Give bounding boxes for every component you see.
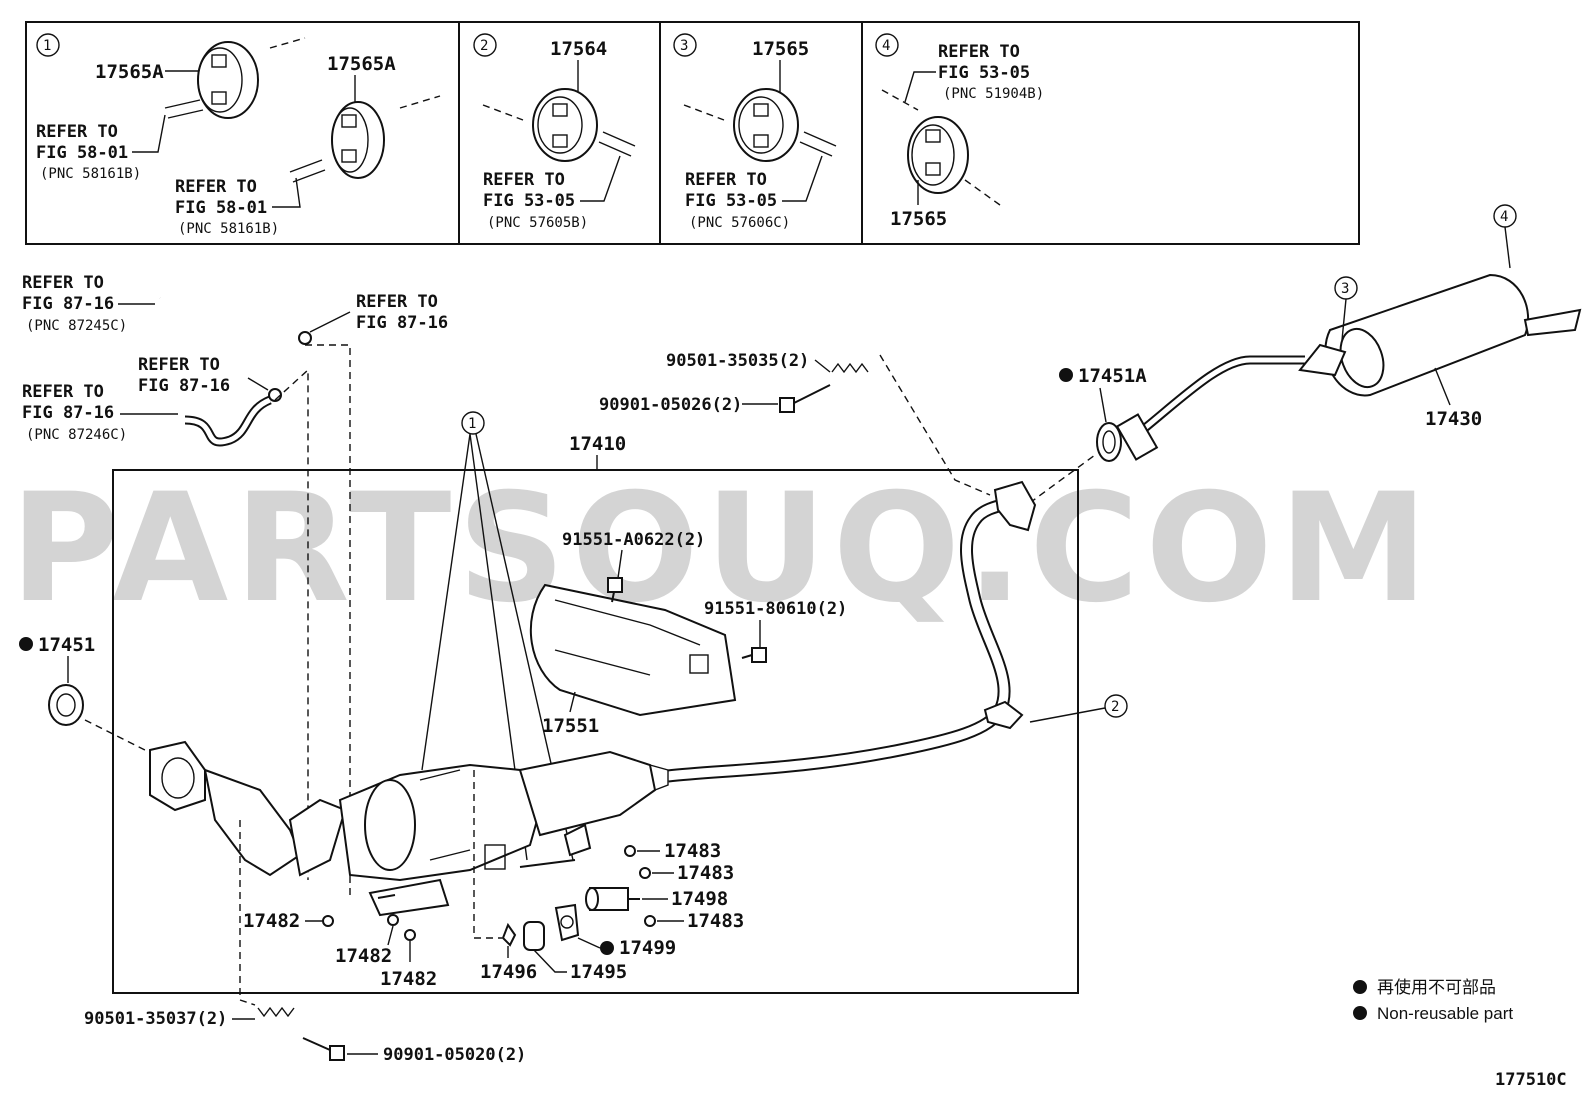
watermark: PARTSOUQ.COM: [10, 462, 1434, 636]
figure-code: 177510C: [1495, 1070, 1567, 1090]
spring-90501-35035: [831, 362, 869, 374]
assembly-17410-frame: [112, 469, 1079, 994]
refer-87-16-4-line2: FIG 87-16: [22, 403, 114, 423]
refer-87-16-1-line1: REFER TO: [22, 273, 104, 293]
pnc-58161b-b: (PNC 58161B): [178, 221, 279, 237]
refer-87-16-3-line2: FIG 87-16: [138, 376, 230, 396]
part-17565a-left: 17565A: [95, 61, 164, 83]
part-17498: 17498: [671, 888, 728, 910]
part-90501-35035: 90501-35035(2): [666, 351, 809, 371]
hose-87245c: [157, 297, 312, 345]
part-17565-i4: 17565: [890, 208, 947, 230]
part-91551-80610: 91551-80610(2): [704, 599, 847, 619]
refer-87-16-4-line1: REFER TO: [22, 382, 104, 402]
inset-2: 2 17564 REFER TO FIG 53-05 (PNC 57605B): [473, 33, 636, 231]
plug-17495: [523, 921, 545, 951]
legend-en: Non-reusable part: [1377, 1004, 1513, 1023]
bracket-17565-i4: [907, 116, 1001, 206]
bracket-17565a-right: [289, 95, 441, 183]
pnc-57606c: (PNC 57606C): [689, 215, 790, 231]
gasket-17451: [48, 684, 84, 726]
inset-panels: [25, 21, 1360, 245]
refer-87-16-2-line2: FIG 87-16: [356, 313, 448, 333]
bolt-91551-80610: [741, 647, 767, 663]
callout-1: 1: [468, 416, 476, 432]
part-17482-b: 17482: [335, 945, 392, 967]
pnc-87246c: (PNC 87246C): [26, 427, 127, 443]
part-17564: 17564: [550, 38, 607, 60]
legend-jp: 再使用不可部品: [1377, 977, 1496, 997]
part-17499: 17499: [619, 937, 676, 959]
refer-53-05-i2-line1: REFER TO: [483, 170, 565, 190]
bracket-17564: [482, 88, 636, 162]
refer-58-01-b-line2: FIG 58-01: [175, 198, 267, 218]
part-17565a-right: 17565A: [327, 53, 396, 75]
refer-87-16-3-line1: REFER TO: [138, 355, 220, 375]
bolt-90901-05026: [779, 384, 831, 413]
part-90901-05020: 90901-05020(2): [383, 1045, 526, 1065]
pnc-58161b-a: (PNC 58161B): [40, 166, 141, 182]
callout-2: 2: [1111, 699, 1119, 715]
hose-87246c: [184, 388, 282, 447]
refer-53-05-i3-line1: REFER TO: [685, 170, 767, 190]
refer-87-16-1-line2: FIG 87-16: [22, 294, 114, 314]
callout-4: 4: [1500, 209, 1508, 225]
pnc-51904b: (PNC 51904B): [943, 86, 1044, 102]
pnc-57605b: (PNC 57605B): [487, 215, 588, 231]
sensor-17498: [585, 887, 640, 911]
callout-3: 3: [1341, 281, 1349, 297]
part-17410: 17410: [569, 433, 626, 455]
refer-58-01-a-line1: REFER TO: [36, 122, 118, 142]
exhaust-front-assembly: [149, 740, 669, 882]
part-17551: 17551: [542, 715, 599, 737]
refer-53-05-i4-line2: FIG 53-05: [938, 63, 1030, 83]
spring-90501-35037: [257, 1006, 295, 1018]
part-17482-c: 17482: [380, 968, 437, 990]
inset-2-number: 2: [480, 38, 488, 54]
inset-4-number: 4: [882, 38, 890, 54]
heat-insulator-17551: [529, 583, 737, 717]
non-reusable-dot-17451: [19, 637, 33, 651]
center-pipe: [667, 480, 1037, 783]
part-17483-a: 17483: [664, 840, 721, 862]
part-17483-c: 17483: [687, 910, 744, 932]
part-17451a: 17451A: [1078, 365, 1147, 387]
part-17483-b: 17483: [677, 862, 734, 884]
inset-1-number: 1: [43, 38, 51, 54]
gasket-17451a: [1096, 422, 1122, 462]
bolt-91551-a0622: [607, 577, 623, 603]
tailpipe-muffler-17430: [1115, 273, 1582, 461]
bracket-17565a-left: [164, 37, 306, 119]
bracket-17565-i3: [683, 88, 837, 162]
inset-3-number: 3: [680, 38, 688, 54]
non-reusable-dot-17451a: [1059, 368, 1073, 382]
refer-53-05-i4-line1: REFER TO: [938, 42, 1020, 62]
legend: 再使用不可部品 Non-reusable part: [1353, 977, 1513, 1023]
clip-17496: [501, 922, 517, 947]
bolt-90901-05020: [302, 1037, 345, 1061]
part-90501-35037: 90501-35037(2): [84, 1009, 227, 1029]
refer-58-01-b-line1: REFER TO: [175, 177, 257, 197]
non-reusable-dot-17499: [600, 941, 614, 955]
inset-1: 1 17565A 17565A REFER TO FIG 58-01 (PNC …: [36, 33, 441, 237]
part-91551-a0622: 91551-A0622(2): [562, 530, 705, 550]
part-90901-05026: 90901-05026(2): [599, 395, 742, 415]
part-17565-i3: 17565: [752, 38, 809, 60]
part-17451: 17451: [38, 634, 95, 656]
part-17430: 17430: [1425, 408, 1482, 430]
inset-3: 3 17565 REFER TO FIG 53-05 (PNC 57606C): [673, 33, 837, 231]
part-17496: 17496: [480, 961, 537, 983]
gasket-17499: [554, 903, 580, 942]
pnc-87245c: (PNC 87245C): [26, 318, 127, 334]
refer-53-05-i2-line2: FIG 53-05: [483, 191, 575, 211]
bracket-17482-mount: [368, 878, 450, 917]
refer-53-05-i3-line2: FIG 53-05: [685, 191, 777, 211]
part-17482-a: 17482: [243, 910, 300, 932]
refer-58-01-a-line2: FIG 58-01: [36, 143, 128, 163]
refer-87-16-2-line1: REFER TO: [356, 292, 438, 312]
inset-4: 4 REFER TO FIG 53-05 (PNC 51904B) 17565: [875, 33, 1044, 230]
part-17495: 17495: [570, 961, 627, 983]
